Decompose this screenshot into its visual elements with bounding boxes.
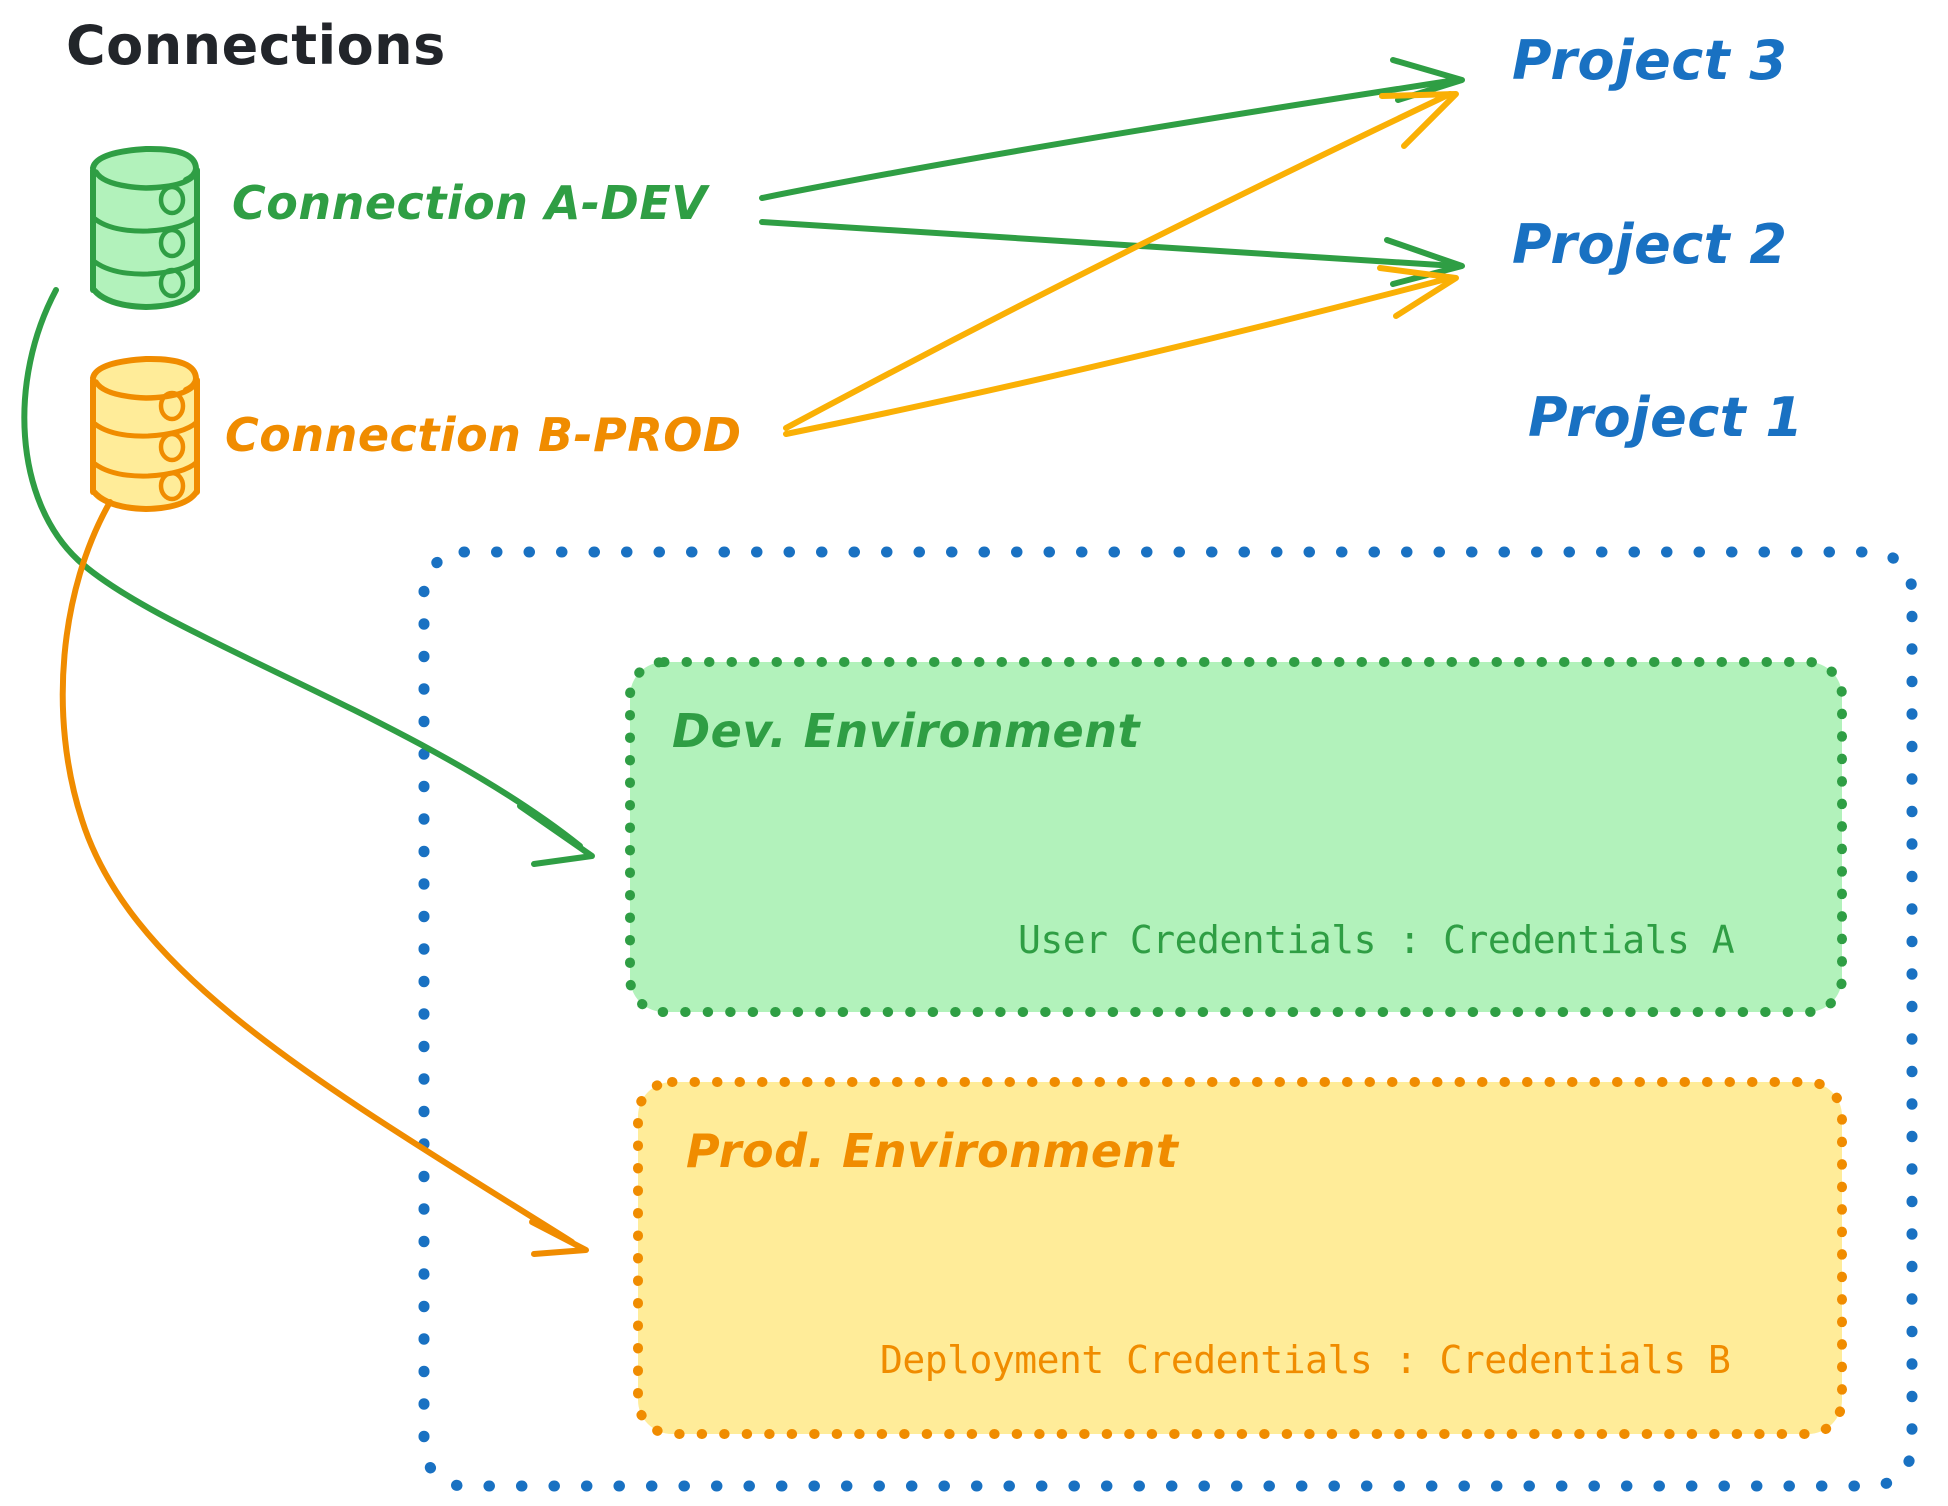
db-green-divider-2 xyxy=(92,257,200,277)
dev-environment-title: Dev. Environment xyxy=(672,704,1140,758)
dev-environment-credentials: User Credentials : Credentials A xyxy=(1018,918,1735,962)
edge-b-prod-to-prod-environment-line xyxy=(59,499,575,1245)
project-1-label[interactable]: Project 1 xyxy=(1528,386,1804,449)
edge-a-dev-to-dev-environment-arrowhead xyxy=(517,803,595,867)
db-orange-bottom xyxy=(91,488,200,513)
db-orange-top-fill xyxy=(92,364,196,396)
dev-environment-fill xyxy=(630,662,1842,1012)
prod-environment-dotted-border xyxy=(633,1077,1847,1439)
database-icon-connection-b-prod xyxy=(90,355,200,513)
edge-a-dev-to-project-2-line xyxy=(759,219,1459,269)
db-green-top-ellipse-bottom xyxy=(93,168,200,191)
project-2-label[interactable]: Project 2 xyxy=(1512,213,1788,276)
edge-b-prod-to-project-3 xyxy=(783,91,1459,431)
db-green-top-fill xyxy=(92,154,196,186)
edge-a-dev-to-project-3 xyxy=(759,57,1465,201)
edge-a-dev-to-dev-environment-line xyxy=(21,287,583,849)
db-orange-indicator-3 xyxy=(158,470,186,502)
edge-a-dev-to-dev-environment xyxy=(21,287,595,867)
prod-environment-box[interactable] xyxy=(633,1077,1847,1439)
db-green-bottom xyxy=(91,286,200,311)
page-title: Connections xyxy=(66,14,446,77)
db-orange-divider-2 xyxy=(92,459,200,479)
edge-b-prod-to-project-2-line xyxy=(783,275,1453,437)
edge-b-prod-to-prod-environment xyxy=(59,499,589,1257)
edge-b-prod-to-project-2-arrowhead xyxy=(1377,265,1459,319)
prod-environment-fill xyxy=(638,1082,1842,1434)
edge-a-dev-to-project-3-line xyxy=(759,77,1459,201)
edge-a-dev-to-project-2-arrowhead xyxy=(1384,237,1465,287)
project-3-label[interactable]: Project 3 xyxy=(1512,29,1788,92)
prod-environment-credentials: Deployment Credentials : Credentials B xyxy=(880,1338,1731,1382)
database-icon-connection-a-dev xyxy=(90,145,200,311)
dev-environment-box[interactable] xyxy=(625,657,1847,1017)
db-green-indicator-3 xyxy=(158,267,186,299)
project-1-container xyxy=(418,546,1918,1492)
connection-b-prod-label[interactable]: Connection B-PROD xyxy=(225,408,742,462)
db-orange-top-ellipse-bottom xyxy=(93,378,200,401)
db-green-divider-1 xyxy=(92,214,200,234)
db-orange-indicator-1 xyxy=(158,390,186,422)
edge-b-prod-to-project-3-line xyxy=(783,91,1453,431)
db-green-indicator-2 xyxy=(158,227,186,259)
connection-a-dev-label[interactable]: Connection A-DEV xyxy=(232,176,708,230)
edge-b-prod-to-project-2 xyxy=(783,265,1459,437)
db-green-indicator-1 xyxy=(158,184,186,216)
edge-b-prod-to-prod-environment-arrowhead xyxy=(529,1219,589,1257)
project-1-dotted-border xyxy=(418,546,1918,1492)
edge-b-prod-to-project-3-arrowhead xyxy=(1379,91,1459,149)
prod-environment-title: Prod. Environment xyxy=(686,1124,1179,1178)
db-orange-divider-1 xyxy=(92,419,200,439)
db-orange-indicator-2 xyxy=(158,431,186,463)
edge-a-dev-to-project-2 xyxy=(759,219,1465,287)
